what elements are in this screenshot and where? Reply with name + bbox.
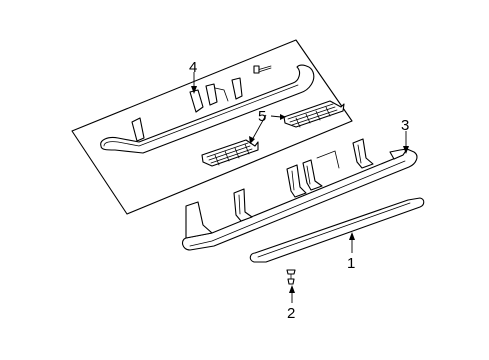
step-pad-front	[201, 139, 259, 167]
running-board-assembly	[181, 138, 418, 251]
tube-step-bar	[100, 64, 315, 154]
callout-2: 2	[287, 305, 295, 322]
callout-5: 5	[258, 108, 266, 125]
step-trim-strip	[249, 197, 425, 263]
callout-4: 4	[189, 59, 197, 76]
callout-1: 1	[347, 255, 355, 272]
inset-panel	[71, 39, 353, 215]
leader-lines	[191, 72, 409, 303]
push-pin-clip	[286, 269, 296, 285]
step-pad-rear	[283, 100, 345, 128]
bolt	[253, 65, 272, 74]
callout-3: 3	[401, 117, 409, 134]
